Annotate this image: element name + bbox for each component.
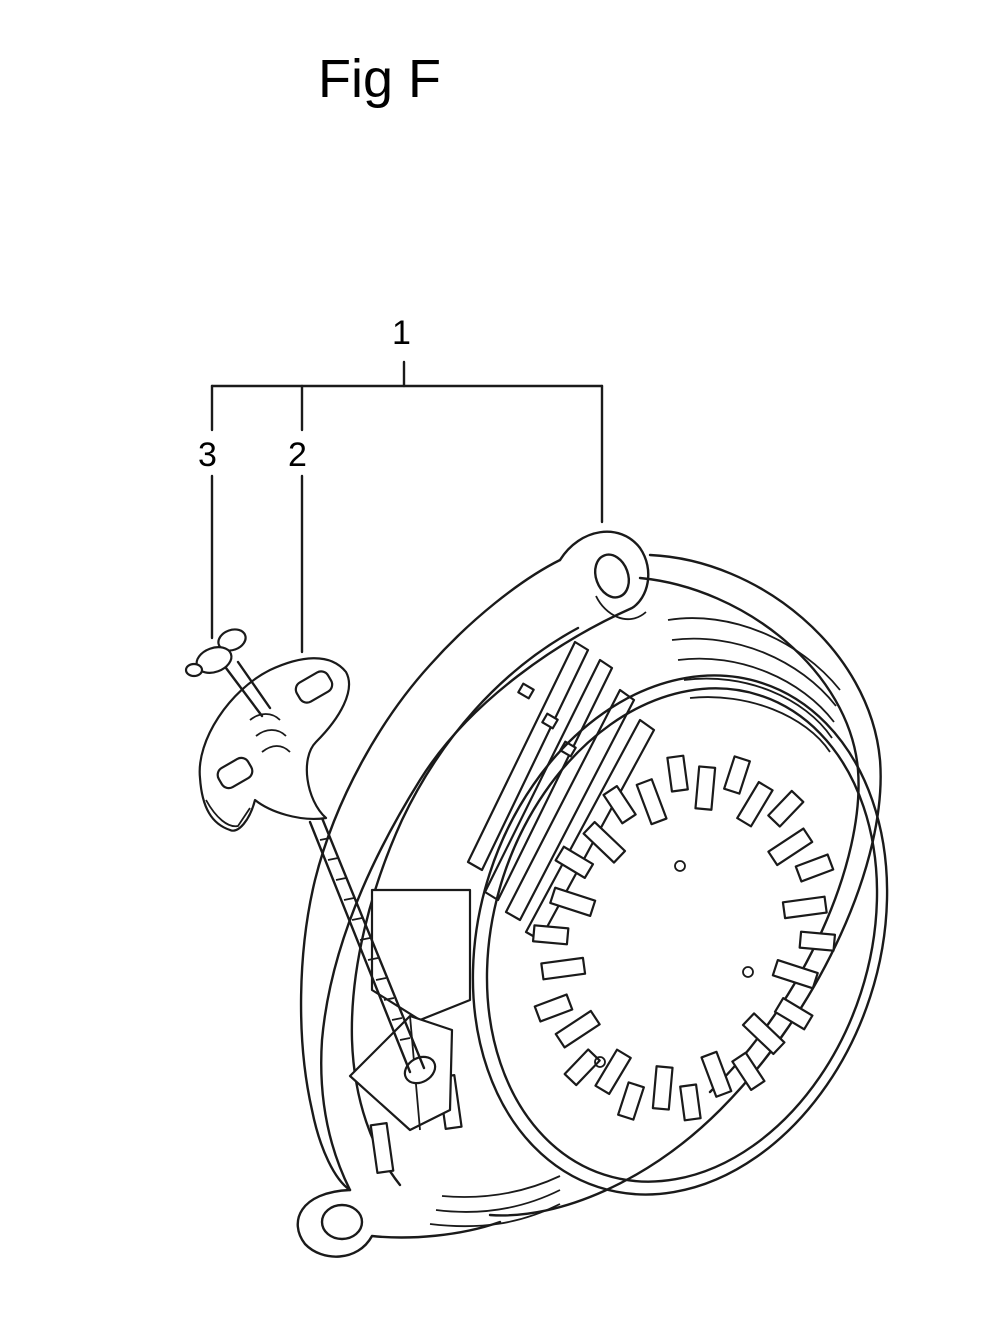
cover-radial-slots (531, 754, 837, 1122)
cover-slot (531, 924, 570, 946)
figure-title: Fig F (318, 49, 442, 109)
cover-holes (594, 860, 754, 1068)
cover-slot (563, 1048, 601, 1087)
cover-slot (771, 959, 819, 990)
cover-slot (549, 886, 597, 917)
cover-slot (767, 789, 805, 828)
cover-slot (773, 997, 814, 1031)
cover-slot (554, 845, 595, 879)
cover-slot (666, 754, 689, 793)
cover-slot (736, 780, 774, 828)
cover-slot (741, 1012, 786, 1056)
rope-guide (348, 888, 472, 1132)
cover-slot (635, 778, 668, 826)
cover-slot (533, 993, 574, 1023)
starter-handle (198, 657, 351, 832)
cover-slot (617, 1081, 645, 1121)
cover-slot (540, 956, 587, 981)
cover-slot (767, 827, 814, 867)
starter-rope (308, 816, 426, 1074)
cover-slot (731, 1051, 766, 1091)
handle-clip (184, 628, 272, 718)
cover-slot (594, 1048, 632, 1096)
cover-slot (694, 765, 717, 811)
cover-slot (602, 785, 637, 825)
cover-slot (794, 853, 835, 883)
callout-1-label: 1 (392, 314, 411, 352)
cover-slot (798, 930, 837, 952)
cover-slot (679, 1083, 702, 1122)
leader-lines (210, 360, 604, 654)
cover-slot (651, 1065, 674, 1111)
cover-slot (723, 755, 751, 795)
cover-slot (781, 895, 828, 920)
cover-slot (554, 1009, 601, 1049)
cover-slot (700, 1050, 733, 1098)
callout-3-label: 3 (198, 436, 217, 474)
cover-slot (582, 820, 627, 864)
callout-2-label: 2 (288, 436, 307, 474)
front-cover (471, 674, 889, 1196)
